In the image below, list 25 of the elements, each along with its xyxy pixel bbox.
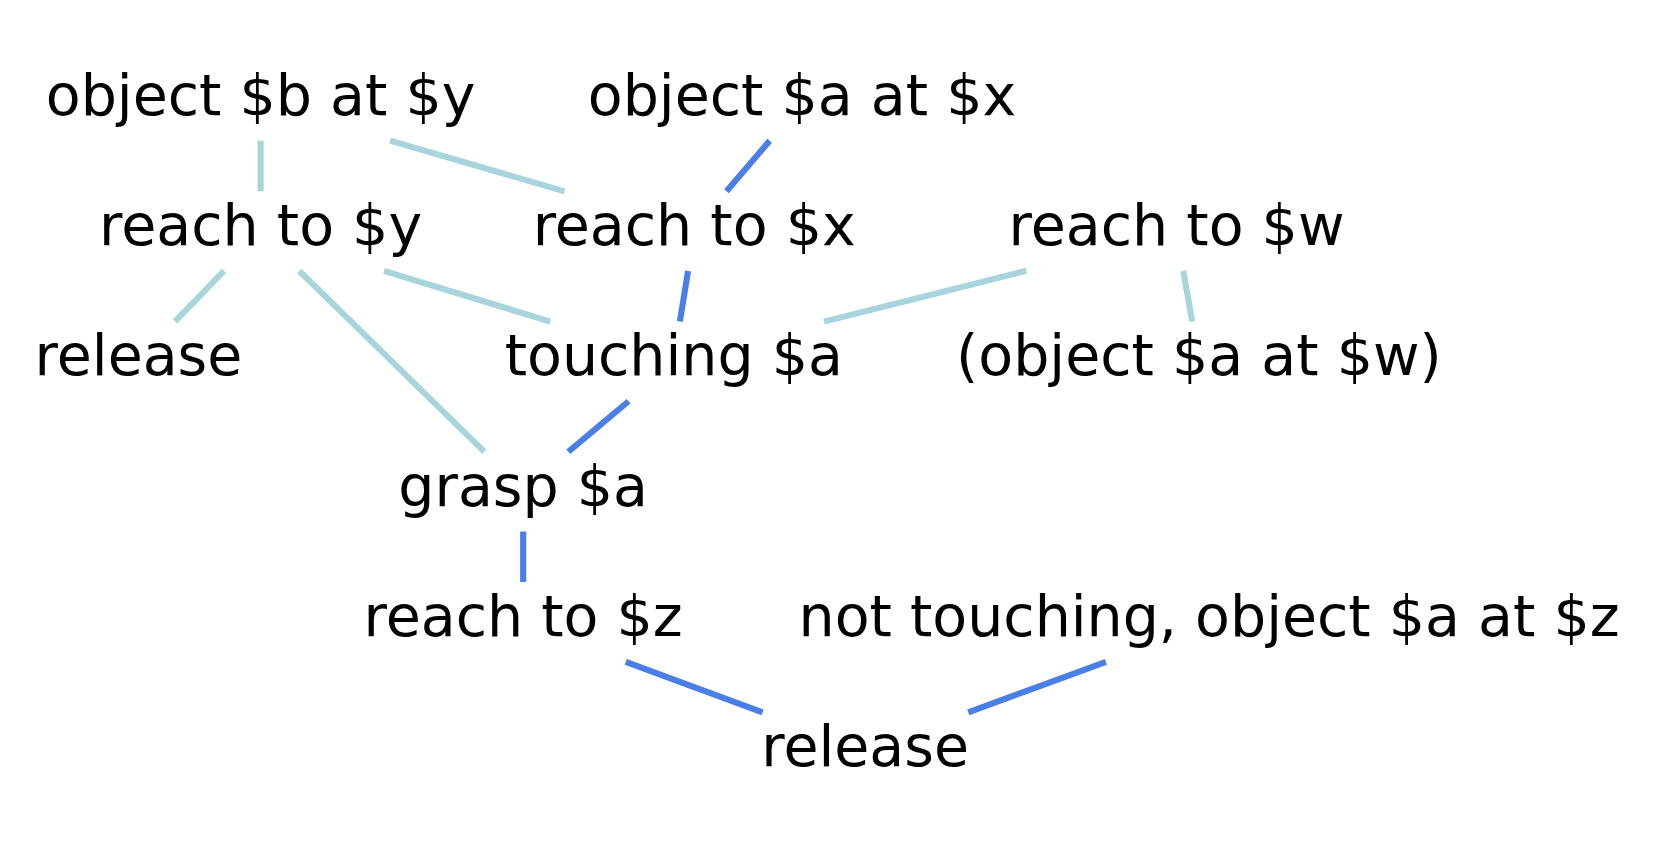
- node-text: object $a at $x: [587, 61, 1016, 128]
- connector: [172, 268, 226, 324]
- node-text: grasp $a: [397, 452, 648, 519]
- node-text: reach to $w: [1008, 192, 1344, 259]
- node-text: reach to $x: [532, 192, 856, 259]
- connector: [388, 137, 565, 195]
- connector: [257, 140, 264, 192]
- connector: [966, 658, 1107, 716]
- node-text: reach to $y: [98, 192, 422, 259]
- node-text: not touching, object $a at $z: [798, 582, 1620, 649]
- node-text: release: [760, 713, 969, 780]
- node-text: (object $a at $w): [955, 322, 1442, 389]
- node-text: touching $a: [504, 322, 843, 389]
- connector: [382, 267, 551, 325]
- connector: [676, 270, 691, 322]
- connector: [723, 138, 772, 194]
- connector: [822, 267, 1027, 325]
- connector: [624, 658, 764, 716]
- connector: [296, 268, 486, 454]
- node-text: reach to $z: [363, 582, 683, 649]
- node-text: release: [34, 322, 242, 389]
- connector: [1179, 270, 1195, 323]
- connector: [519, 531, 526, 583]
- node-text: object $b at $y: [45, 61, 475, 128]
- connector: [565, 398, 631, 455]
